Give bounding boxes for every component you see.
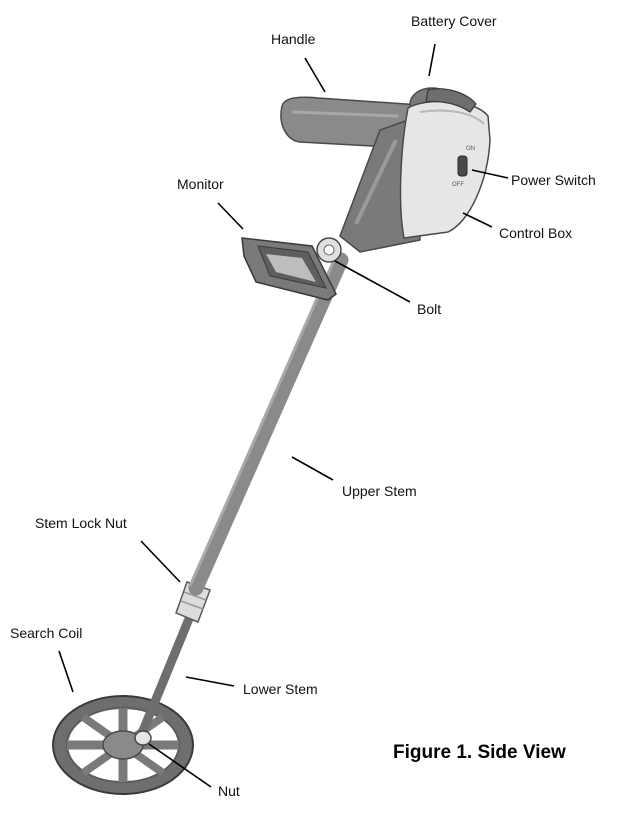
leader-battery-cover: [428, 43, 436, 77]
leader-bolt: [334, 260, 411, 303]
label-bolt: Bolt: [417, 301, 442, 317]
label-search-coil: Search Coil: [10, 625, 83, 641]
upper-stem: [188, 252, 349, 596]
power-switch: [457, 155, 468, 177]
leader-control-box: [462, 212, 493, 228]
label-upper-stem: Upper Stem: [342, 483, 417, 499]
leader-upper-stem: [291, 456, 334, 481]
nut: [134, 730, 152, 746]
leader-handle: [304, 57, 326, 93]
bolt: [316, 237, 342, 263]
label-handle: Handle: [271, 31, 316, 47]
label-power-switch: Power Switch: [511, 172, 596, 188]
leader-lines: [58, 43, 509, 788]
figure-caption: Figure 1. Side View: [393, 742, 566, 763]
leader-search-coil: [58, 650, 74, 693]
control-box: OFF ON: [399, 88, 491, 239]
search-coil: [52, 695, 194, 795]
leader-nut: [148, 743, 212, 788]
label-stem-lock-nut: Stem Lock Nut: [35, 515, 127, 531]
leader-lower-stem: [185, 676, 235, 687]
label-battery-cover: Battery Cover: [411, 13, 497, 29]
label-control-box: Control Box: [499, 225, 573, 241]
label-nut: Nut: [218, 783, 240, 799]
handle: [280, 87, 455, 253]
leader-stem-lock-nut: [140, 540, 181, 583]
leader-power-switch: [471, 169, 509, 179]
label-lower-stem: Lower Stem: [243, 681, 318, 697]
switch-off-mark: OFF: [452, 182, 464, 188]
switch-on-mark: ON: [466, 146, 475, 152]
label-monitor: Monitor: [177, 176, 224, 192]
leader-monitor: [217, 202, 244, 230]
battery-cover: [425, 88, 477, 113]
monitor: [241, 237, 337, 301]
